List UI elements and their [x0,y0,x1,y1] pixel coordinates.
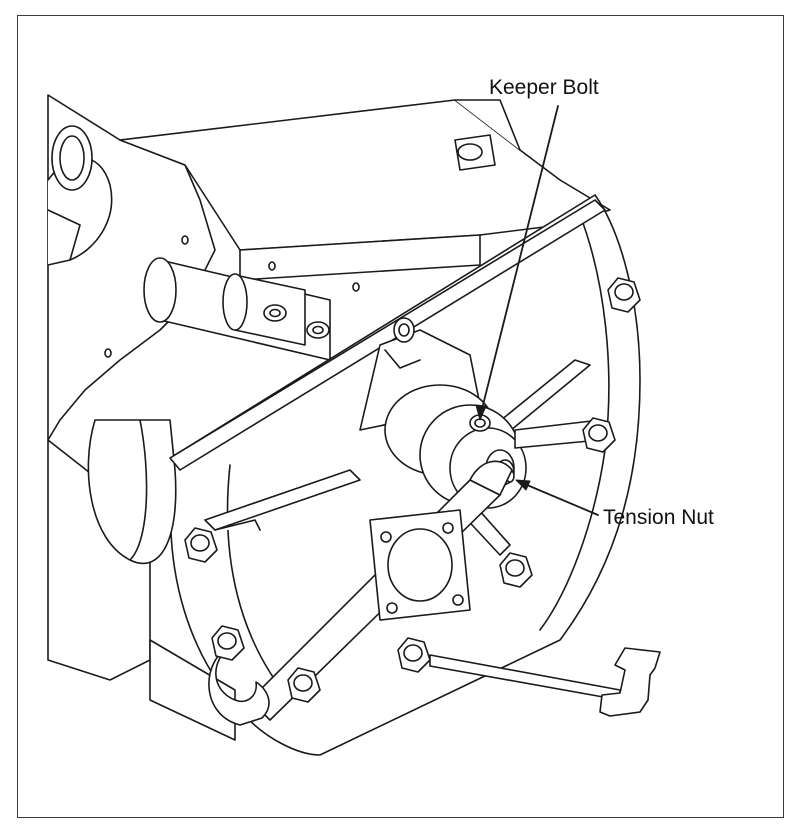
perimeter-bolts [184,277,641,703]
bolt-right [582,417,616,453]
bolt-bottom [287,667,321,703]
side-plate [87,194,641,756]
tension-nut-label: Tension Nut [603,506,714,529]
bolt-lower-right [499,552,533,588]
shaft-block-bolts [263,304,330,339]
mounting-plate [369,509,471,621]
bolt-left [184,527,218,563]
t-handle-tool [429,647,661,717]
bolt-top-right [607,277,641,313]
bolt-bottom-center [397,637,431,673]
keeper-bolt-label: Keeper Bolt [489,76,599,99]
bolt-lower-left [211,625,245,661]
housing [47,94,611,681]
leader-lines [479,105,599,516]
